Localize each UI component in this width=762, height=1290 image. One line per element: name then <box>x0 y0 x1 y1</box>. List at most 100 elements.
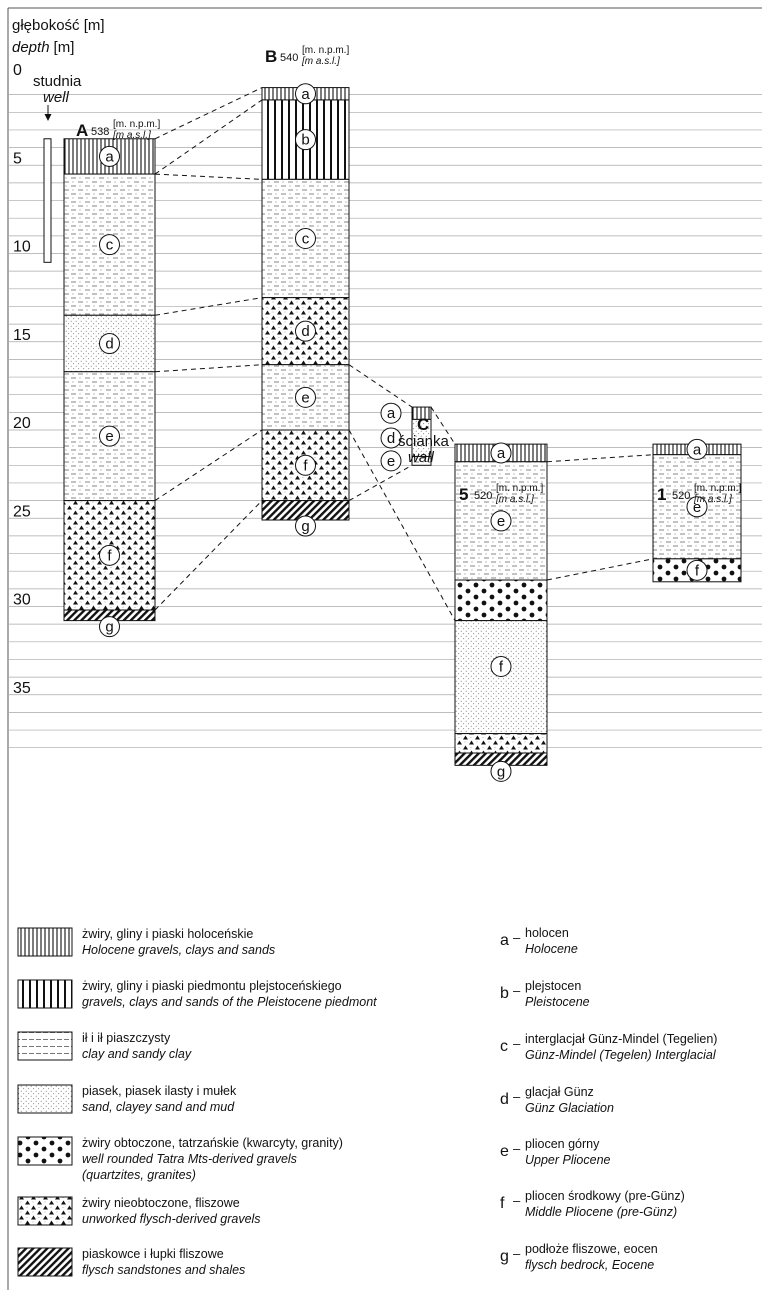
legend-code-pl: podłoże fliszowe, eocen <box>525 1242 658 1256</box>
legend-code-en: Holocene <box>525 942 578 956</box>
legend-pattern-pl: żwiry, gliny i piaski piedmontu plejstoc… <box>82 979 342 993</box>
column-id: 5 <box>459 485 468 504</box>
legend-pattern-pl: piaskowce i łupki fliszowe <box>82 1247 224 1261</box>
column-id: B <box>265 47 277 66</box>
correlation-line <box>155 174 262 179</box>
correlation-line <box>547 455 653 462</box>
depth-tick-labels: 05101520253035 <box>13 62 31 697</box>
column-unit-en: [m a.s.l.] <box>495 494 534 505</box>
legend-swatch-clay <box>18 1032 72 1060</box>
legend-pattern-pl: żwiry obtoczone, tatrzańskie (kwarcyty, … <box>82 1136 343 1150</box>
correlation-line <box>155 100 262 174</box>
column-label-en: wall <box>408 449 435 466</box>
column-unit-pl: [m. n.p.m.] <box>113 119 160 130</box>
legend-code-dash: – <box>513 1246 521 1261</box>
legend-code-en: Upper Pliocene <box>525 1153 611 1167</box>
column-elevation: 538 <box>91 126 109 138</box>
column-unit-pl: [m. n.p.m.] <box>694 483 741 494</box>
layer-code-label: g <box>497 763 505 780</box>
legend-code-letter: e <box>500 1143 509 1160</box>
legend-code-en: flysch bedrock, Eocene <box>525 1258 654 1272</box>
layer-code-label: g <box>301 518 309 535</box>
layer-code-label: a <box>693 441 702 458</box>
column-elevation: 520 <box>672 490 690 502</box>
legend-code-letter: b <box>500 985 509 1002</box>
column-unit-en: [m a.s.l.] <box>301 56 340 67</box>
depth-tick-label: 20 <box>13 415 31 432</box>
legend-pattern-en: unworked flysch-derived gravels <box>82 1212 261 1226</box>
legend-pattern-pl: żwiry nieobtoczone, fliszowe <box>82 1196 240 1210</box>
legend-code-pl: pliocen górny <box>525 1137 600 1151</box>
legend-code-dash: – <box>513 983 521 998</box>
well-casing <box>44 139 51 263</box>
legend-pattern-en: Holocene gravels, clays and sands <box>82 943 275 957</box>
legend-code-pl: plejstocen <box>525 979 581 993</box>
layer-code-label: b <box>301 132 309 149</box>
legend-swatch-pleistocene <box>18 980 72 1008</box>
legend-code-pl: pliocen środkowy (pre-Günz) <box>525 1189 685 1203</box>
layer-code-label: d <box>105 336 113 353</box>
legend-code-dash: – <box>513 1036 521 1051</box>
column-elevation: 540 <box>280 52 298 64</box>
legend-code-pl: glacjał Günz <box>525 1085 594 1099</box>
correlation-line <box>547 559 653 580</box>
correlation-lines <box>155 88 653 621</box>
legend-pattern-pl: ił i ił piaszczysty <box>82 1031 171 1045</box>
axis-label-en: depth[m] <box>12 39 74 56</box>
legend-swatch-holocene <box>18 928 72 956</box>
correlation-line <box>349 365 412 407</box>
legend-code-en: Günz-Mindel (Tegelen) Interglacial <box>525 1048 717 1062</box>
legend-code-dash: – <box>513 930 521 945</box>
layer-sand <box>455 621 547 734</box>
layer-code-label: d <box>387 430 395 447</box>
correlation-line <box>349 430 455 621</box>
legend-code-dash: – <box>513 1141 521 1156</box>
legend-code-letter: g <box>500 1248 509 1265</box>
legend-swatch-sandstone <box>18 1248 72 1276</box>
depth-tick-label: 35 <box>13 680 31 697</box>
legend-pattern-pl: żwiry, gliny i piaski holoceńskie <box>82 927 253 941</box>
column-B: abcdefg <box>262 84 349 536</box>
well-label-pl: studnia <box>33 73 82 90</box>
layer-code-label: e <box>497 513 505 530</box>
well-arrowhead-icon <box>45 114 52 121</box>
legend-swatch-sand <box>18 1085 72 1113</box>
legend-pattern-pl: piasek, piasek ilasty i mułek <box>82 1084 237 1098</box>
layer-code-label: a <box>497 445 506 462</box>
axis-label-pl: głębokość [m] <box>12 17 105 34</box>
legend-pattern-en: clay and sandy clay <box>82 1047 192 1061</box>
well-label-en: well <box>43 89 70 106</box>
correlation-line <box>155 365 262 372</box>
legend-code-letter: c <box>500 1038 508 1055</box>
legend-code-dash: – <box>513 1193 521 1208</box>
depth-tick-label: 25 <box>13 503 31 520</box>
legend: żwiry, gliny i piaski holoceńskieHolocen… <box>18 926 717 1277</box>
column-unit-pl: [m. n.p.m.] <box>302 45 349 56</box>
column-elevation: 520 <box>474 490 492 502</box>
legend-code-letter: f <box>500 1195 505 1212</box>
layer-code-label: a <box>387 405 396 422</box>
column-id: 1 <box>657 485 666 504</box>
column-unit-pl: [m. n.p.m.] <box>496 483 543 494</box>
legend-swatch-flysch-gravel <box>18 1197 72 1225</box>
column-id: A <box>76 121 88 140</box>
legend-code-en: Middle Pliocene (pre-Günz) <box>525 1205 677 1219</box>
column-unit-en: [m a.s.l.] <box>693 494 732 505</box>
layer-flysch-gravel <box>455 734 547 753</box>
depth-tick-label: 15 <box>13 327 31 344</box>
legend-code-en: Günz Glaciation <box>525 1101 614 1115</box>
legend-code-dash: – <box>513 1089 521 1104</box>
layer-code-label: a <box>105 148 114 165</box>
layer-tatra-gravel <box>455 580 547 621</box>
legend-code-pl: holocen <box>525 926 569 940</box>
depth-tick-label: 30 <box>13 592 31 609</box>
legend-pattern-en: sand, clayey sand and mud <box>82 1100 235 1114</box>
correlation-line <box>155 88 262 139</box>
layer-code-label: a <box>301 86 310 103</box>
layer-code-label: c <box>302 230 310 247</box>
layer-code-label: e <box>301 389 309 406</box>
layer-code-label: e <box>105 428 113 445</box>
column-label-pl: ścianka <box>398 433 450 450</box>
